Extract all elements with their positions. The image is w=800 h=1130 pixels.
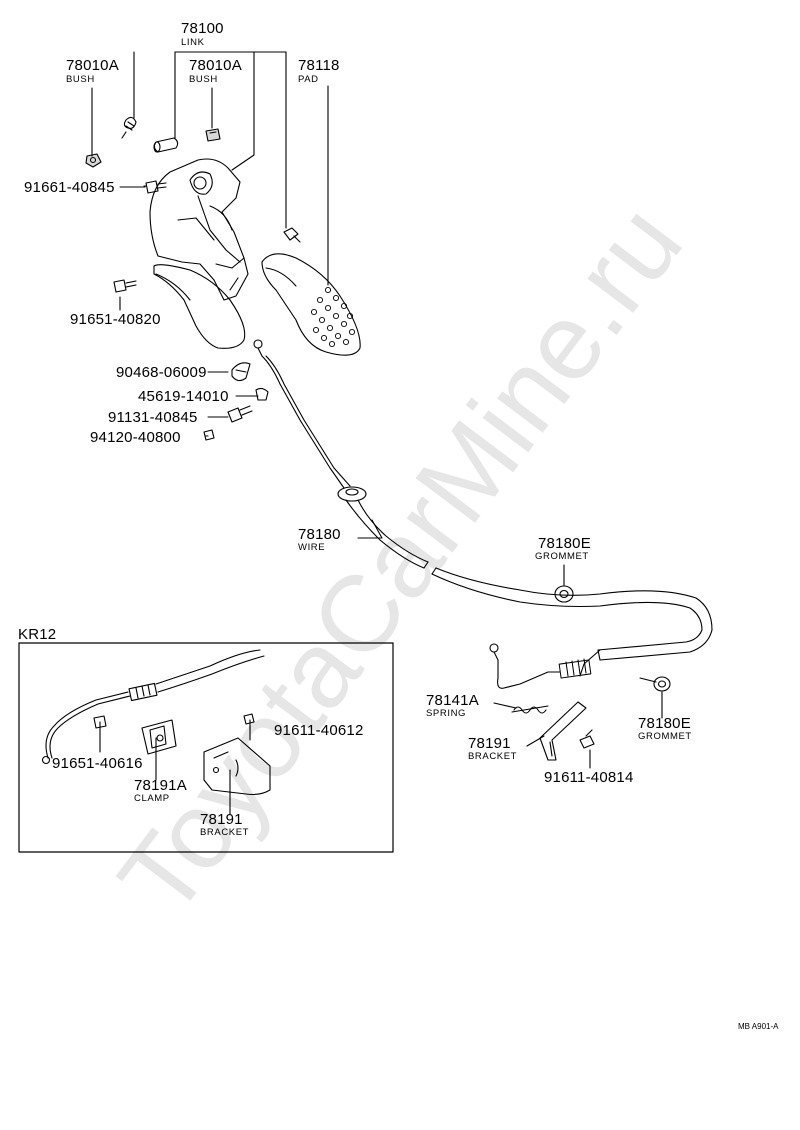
label-78118: 78118 bbox=[298, 57, 340, 74]
label-94120-40800: 94120-40800 bbox=[90, 429, 181, 446]
accelerator-pedal-link bbox=[149, 158, 249, 301]
label-78141a-name: SPRING bbox=[426, 708, 467, 719]
cable-end-clip-90468 bbox=[231, 362, 251, 382]
label-78180e-upper-name: GROMMET bbox=[535, 551, 589, 562]
grommet-78180e-lower bbox=[639, 676, 671, 692]
label-91611-40612: 91611-40612 bbox=[274, 722, 364, 739]
bolt-91651-40820 bbox=[113, 279, 137, 293]
label-78180e-lower: 78180E bbox=[638, 715, 691, 732]
label-78141a: 78141A bbox=[426, 692, 479, 709]
label-78100: 78100 bbox=[181, 20, 224, 37]
bolt-91131-40845 bbox=[227, 405, 253, 423]
label-91661-40845: 91661-40845 bbox=[24, 179, 115, 196]
label-78180e-upper: 78180E bbox=[538, 535, 591, 552]
pad-78118 bbox=[261, 253, 361, 356]
label-78118-name: PAD bbox=[298, 74, 319, 85]
leader-lines bbox=[91, 51, 663, 815]
bolt-91661-40845 bbox=[143, 180, 167, 194]
spring-78141a bbox=[511, 705, 549, 714]
bush-left bbox=[85, 153, 102, 168]
accelerator-wire-78180 bbox=[253, 339, 713, 689]
inset-title: KR12 bbox=[18, 626, 57, 643]
label-78100-name: LINK bbox=[181, 37, 205, 48]
bracket-78191 bbox=[539, 701, 587, 761]
label-78010a-left-name: BUSH bbox=[66, 74, 95, 85]
label-45619-14010: 45619-14010 bbox=[138, 388, 229, 405]
screw-91611-40814 bbox=[579, 729, 595, 749]
drawing-code: MB A901-A bbox=[738, 1022, 779, 1031]
grommet-78180e-upper bbox=[554, 585, 574, 603]
label-78191-inset-name: BRACKET bbox=[200, 827, 250, 838]
label-78180e-lower-name: GROMMET bbox=[638, 731, 692, 742]
label-78191a: 78191A bbox=[134, 777, 187, 794]
label-90468-06009: 90468-06009 bbox=[116, 364, 207, 381]
label-91651-40820: 91651-40820 bbox=[70, 311, 161, 328]
label-78191a-name: CLAMP bbox=[134, 793, 170, 804]
label-78010a-right: 78010A bbox=[189, 57, 242, 74]
cap-45619-14010 bbox=[255, 387, 269, 401]
label-91611-40814: 91611-40814 bbox=[544, 769, 634, 786]
label-78180-name: WIRE bbox=[298, 542, 326, 553]
label-78191-name: BRACKET bbox=[468, 751, 518, 762]
nut-94120-40800 bbox=[203, 429, 215, 441]
pedal-foot-pad-arm bbox=[153, 264, 246, 349]
pad-rivet bbox=[283, 227, 301, 243]
spring-clip bbox=[121, 116, 137, 139]
kr12-inset bbox=[18, 642, 394, 853]
label-78010a-left: 78010A bbox=[66, 57, 119, 74]
label-78180: 78180 bbox=[298, 526, 341, 543]
label-78010a-right-name: BUSH bbox=[189, 74, 218, 85]
label-78191-inset: 78191 bbox=[200, 811, 243, 828]
label-91131-40845: 91131-40845 bbox=[108, 409, 198, 426]
bush-right bbox=[205, 128, 221, 142]
label-78191: 78191 bbox=[468, 735, 511, 752]
label-91651-40616: 91651-40616 bbox=[52, 755, 143, 772]
pin bbox=[153, 137, 179, 153]
